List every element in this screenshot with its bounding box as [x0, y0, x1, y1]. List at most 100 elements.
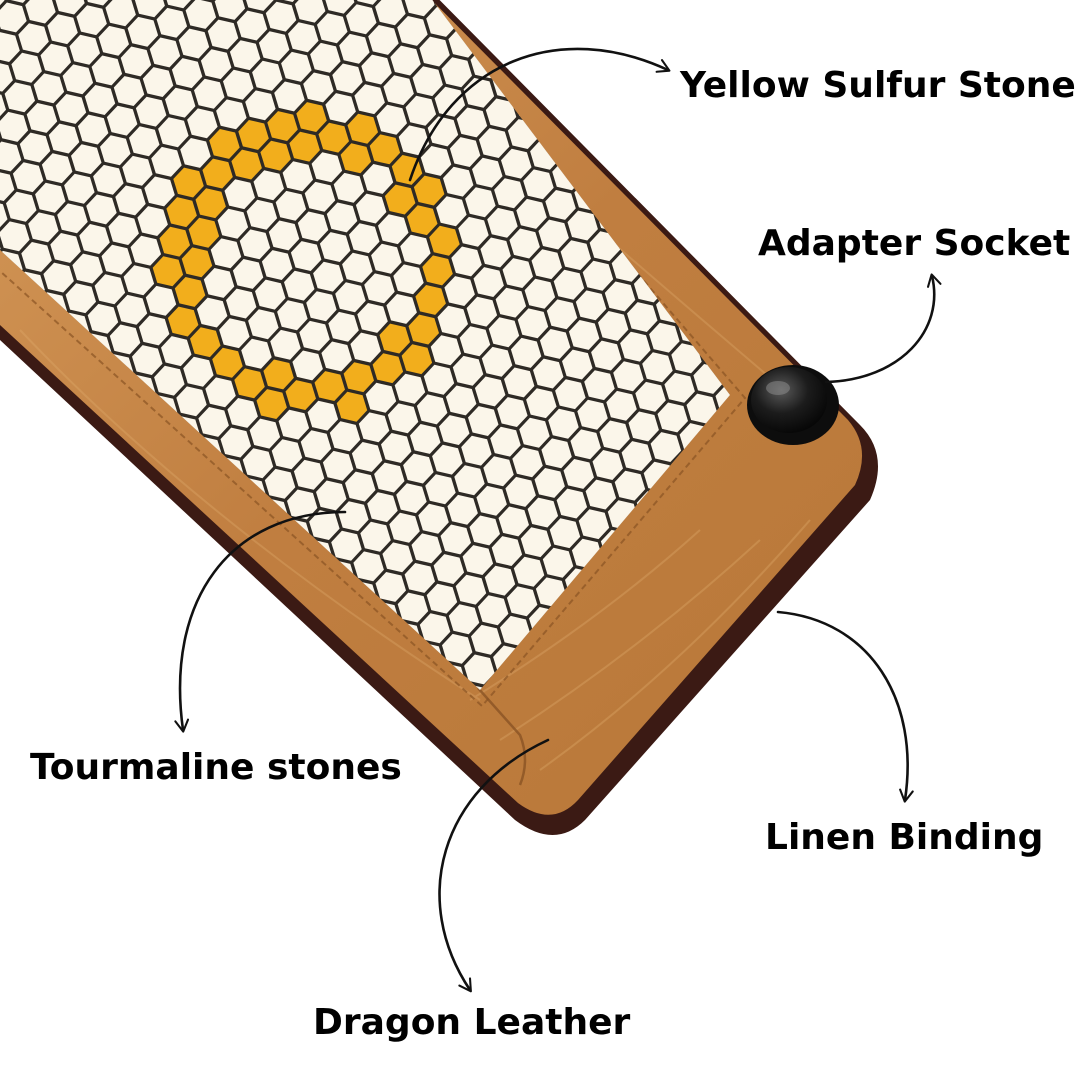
tourmaline-stone	[293, 459, 325, 490]
tourmaline-stone	[575, 290, 607, 321]
tourmaline-stone	[382, 542, 413, 573]
tourmaline-stone	[461, 435, 492, 466]
tourmaline-stone	[165, 87, 196, 118]
tourmaline-stone	[270, 329, 301, 360]
tourmaline-stone	[546, 299, 578, 330]
tourmaline-stone	[365, 382, 397, 413]
label-dragon-leather: Dragon Leather	[313, 1002, 631, 1043]
tourmaline-stone	[114, 652, 145, 683]
tourmaline-stone	[245, 90, 276, 121]
tourmaline-stone	[458, 216, 489, 247]
tourmaline-stone	[149, 37, 181, 68]
tourmaline-stone	[474, 376, 506, 407]
tourmaline-stone	[595, 92, 626, 123]
sulfur-stone	[369, 134, 401, 165]
sulfur-stone	[212, 347, 243, 378]
tourmaline-stone	[296, 678, 328, 690]
tourmaline-stone	[63, 641, 94, 671]
tourmaline-stone	[92, 632, 123, 662]
tourmaline-stone	[420, 146, 452, 176]
tourmaline-stone	[664, 372, 695, 403]
tourmaline-stone	[743, 266, 774, 296]
tourmaline-stone	[577, 399, 608, 430]
tourmaline-stone	[313, 261, 344, 292]
tourmaline-stone	[60, 422, 91, 453]
sulfur-stone	[256, 389, 287, 419]
tourmaline-stone	[419, 613, 451, 644]
tourmaline-stone	[542, 0, 573, 2]
sulfur-stone	[202, 158, 233, 189]
tourmaline-stone	[427, 116, 459, 147]
tourmaline-stone	[549, 518, 581, 549]
tourmaline-stone	[274, 81, 305, 112]
tourmaline-stone	[397, 592, 429, 623]
label-adapter-socket: Adapter Socket	[758, 223, 1071, 264]
tourmaline-stone	[389, 512, 420, 543]
tourmaline-stone	[309, 510, 340, 540]
tourmaline-stone	[116, 294, 148, 325]
sulfur-stone	[314, 371, 345, 401]
tourmaline-stone	[2, 440, 33, 471]
tourmaline-stone	[194, 655, 225, 686]
tourmaline-stone	[0, 32, 20, 62]
tourmaline-stone	[130, 235, 161, 266]
tourmaline-stone	[246, 199, 278, 230]
tourmaline-stone	[77, 114, 109, 145]
tourmaline-stone	[0, 528, 12, 559]
tourmaline-stone	[441, 57, 472, 88]
tourmaline-stone	[232, 259, 264, 289]
tourmaline-stone	[541, 438, 572, 469]
tourmaline-stone	[205, 377, 236, 408]
tourmaline-stone	[281, 628, 312, 659]
tourmaline-stone	[0, 688, 29, 690]
tourmaline-stone	[93, 164, 124, 195]
tourmaline-stone	[0, 499, 19, 530]
tourmaline-stone	[459, 326, 491, 357]
tourmaline-stone	[119, 513, 151, 544]
tourmaline-stone	[513, 556, 545, 587]
tourmaline-stone	[588, 121, 619, 152]
tourmaline-stone	[445, 385, 477, 416]
tourmaline-stone	[69, 34, 100, 65]
tourmaline-stone	[253, 170, 284, 201]
tourmaline-stone	[200, 49, 232, 80]
tourmaline-stone	[47, 14, 78, 45]
tourmaline-stone	[145, 285, 177, 316]
tourmaline-stone	[127, 16, 159, 47]
tourmaline-stone	[0, 579, 28, 610]
tourmaline-stone	[531, 249, 562, 280]
tourmaline-stone	[121, 623, 152, 653]
arrow-yellow-sulfur	[408, 47, 671, 182]
tourmaline-stone	[278, 409, 310, 440]
tourmaline-stone	[115, 185, 146, 216]
tourmaline-stone	[299, 320, 330, 351]
tourmaline-stone	[585, 479, 617, 510]
tourmaline-stone	[591, 340, 622, 371]
sulfur-stone	[159, 226, 190, 257]
tourmaline-stone	[31, 431, 62, 462]
tourmaline-stone	[538, 219, 569, 250]
tourmaline-stone	[216, 99, 247, 130]
tourmaline-stone	[469, 515, 500, 546]
tourmaline-stone	[25, 0, 56, 24]
tourmaline-stone	[586, 12, 618, 43]
tourmaline-stone	[83, 552, 115, 583]
tourmaline-stone	[570, 429, 601, 460]
tourmaline-stone	[477, 595, 509, 626]
tourmaline-stone	[68, 502, 99, 532]
tourmaline-stone	[721, 245, 730, 276]
tourmaline-stone	[488, 317, 520, 348]
tourmaline-stone	[128, 593, 159, 624]
tourmaline-stone	[0, 111, 29, 142]
tourmaline-stone	[224, 179, 255, 210]
tourmaline-stone	[0, 608, 21, 639]
tourmaline-stone	[535, 0, 566, 31]
tourmaline-stone	[735, 186, 765, 216]
tourmaline-stone	[338, 501, 369, 532]
tourmaline-stone	[572, 71, 604, 102]
sulfur-stone	[231, 149, 262, 180]
tourmaline-stone	[360, 521, 391, 552]
tourmaline-stone	[543, 80, 575, 111]
tourmaline-stone	[108, 215, 139, 245]
